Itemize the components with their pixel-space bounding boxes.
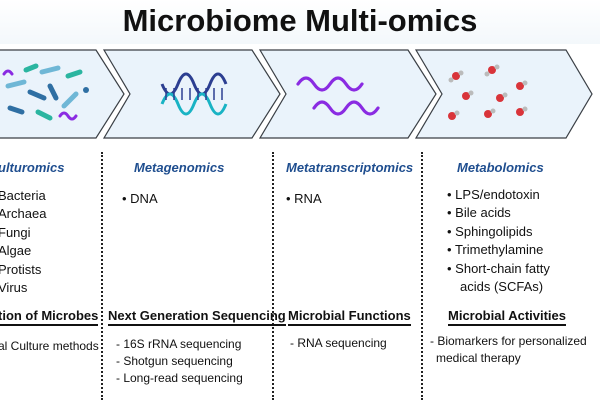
culturomics-subhead: tion of Microbes <box>0 308 99 326</box>
list-item: - Shotgun sequencing <box>116 354 233 368</box>
metatranscriptomics-header: Metatranscriptomics <box>286 160 414 175</box>
list-item: - Biomarkers for personalized <box>430 334 587 348</box>
culturomics-details: al Culture methods <box>0 338 99 355</box>
metatranscriptomics-arrow <box>258 49 437 139</box>
list-item: Trimethylamine <box>447 241 550 259</box>
metatranscriptomics-subhead: Microbial Functions <box>288 308 411 326</box>
list-item: Protists <box>0 261 42 277</box>
microbes-icon <box>2 63 89 121</box>
list-item: Virus <box>0 280 28 296</box>
metagenomics-header: Metagenomics <box>134 160 225 175</box>
column-divider <box>272 152 274 400</box>
list-item: - Long-read sequencing <box>116 371 243 385</box>
list-item: - RNA sequencing <box>290 336 387 350</box>
list-item: al Culture methods <box>0 339 99 353</box>
list-item: DNA <box>122 190 157 208</box>
metagenomics-arrow <box>102 49 281 139</box>
list-item: acids (SCFAs) <box>460 279 544 295</box>
list-item: Algae <box>0 243 32 259</box>
dna-helix-icon <box>160 72 228 116</box>
metagenomics-list: DNA <box>122 190 157 208</box>
rna-strand-icon <box>296 76 380 116</box>
metabolomics-subhead: Microbial Activities <box>448 308 566 326</box>
list-item: Sphingolipids <box>447 223 550 241</box>
metatranscriptomics-details: - RNA sequencing <box>290 335 387 352</box>
list-item: medical therapy <box>436 351 521 365</box>
metabolomics-details: - Biomarkers for personalized medical th… <box>430 333 587 367</box>
column-divider <box>421 152 423 400</box>
list-item: Fungi <box>0 224 31 240</box>
column-divider <box>101 152 103 400</box>
metagenomics-details: - 16S rRNA sequencing - Shotgun sequenci… <box>116 336 243 387</box>
list-item: RNA <box>286 190 321 208</box>
omics-arrow-row <box>0 49 593 139</box>
list-item: - 16S rRNA sequencing <box>116 337 242 351</box>
list-item: Bacteria <box>0 188 46 203</box>
culturomics-header: ulturomics <box>0 160 65 175</box>
metabolomics-header: Metabolomics <box>457 160 544 175</box>
list-item: Short-chain fatty <box>447 260 550 278</box>
metatranscriptomics-list: RNA <box>286 190 321 208</box>
list-item: Archaea <box>0 206 47 222</box>
list-item: LPS/endotoxin <box>447 186 550 204</box>
culturomics-list: Bacteria Archaea Fungi Algae Protists Vi… <box>0 187 46 297</box>
list-item: Bile acids <box>447 204 550 222</box>
metagenomics-subhead: Next Generation Sequencing <box>108 308 286 326</box>
culturomics-arrow <box>0 49 125 139</box>
metabolite-molecules-icon <box>448 64 528 120</box>
metabolomics-list: LPS/endotoxin Bile acids Sphingolipids T… <box>447 186 550 296</box>
page-title: Microbiome Multi-omics <box>0 0 600 44</box>
